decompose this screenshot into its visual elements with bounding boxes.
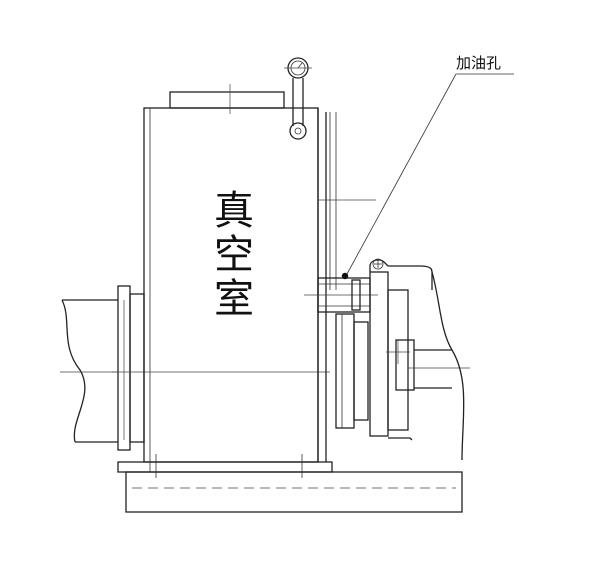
right-housing bbox=[369, 258, 433, 441]
seal-block bbox=[335, 313, 369, 429]
oil-hole-label: 加油孔 bbox=[456, 54, 501, 72]
chamber-label-char-1: 真 bbox=[214, 188, 254, 234]
oil-hole-icon bbox=[341, 272, 349, 280]
left-pipe bbox=[60, 299, 118, 443]
pressure-gauge bbox=[284, 57, 312, 140]
base-plate bbox=[117, 454, 463, 513]
right-pipe bbox=[408, 271, 470, 461]
right-wall bbox=[317, 108, 376, 462]
chamber-lid bbox=[169, 84, 285, 114]
chamber-label-char-2: 空 bbox=[214, 232, 254, 278]
shaft-coupling bbox=[304, 272, 378, 313]
pivot-icon bbox=[289, 122, 307, 140]
chamber-label-char-3: 室 bbox=[214, 276, 254, 322]
chamber-label: 真 空 室 bbox=[214, 188, 254, 322]
oil-hole-callout: 加油孔 bbox=[346, 54, 514, 275]
